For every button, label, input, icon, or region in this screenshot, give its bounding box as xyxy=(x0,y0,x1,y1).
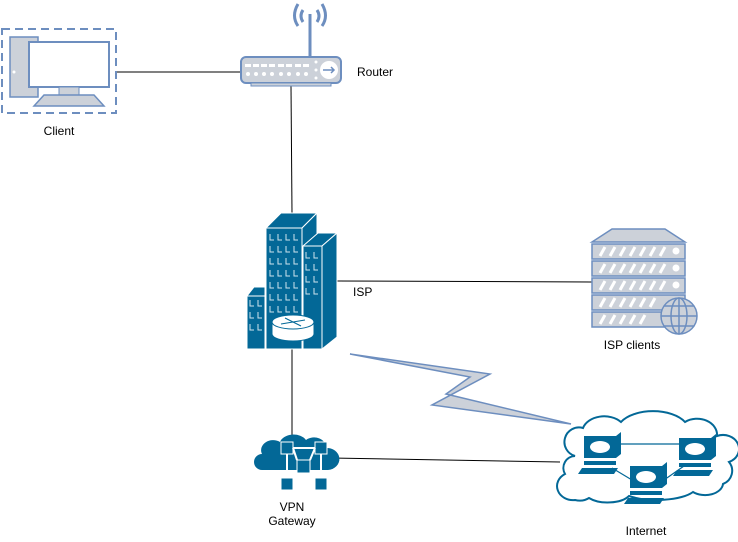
vpn-label-line2: Gateway xyxy=(268,514,316,528)
edge-vpn-internet[interactable] xyxy=(330,457,561,463)
office-building-router-icon[interactable] xyxy=(245,211,339,351)
vpn-gateway-cloud-icon[interactable] xyxy=(254,434,340,491)
globe-icon xyxy=(660,297,698,335)
isp-label: ISP xyxy=(353,285,373,299)
client-label: Client xyxy=(43,124,75,138)
router-label: Router xyxy=(357,65,394,79)
lightning-link-icon[interactable] xyxy=(349,353,572,425)
internet-cloud-icon[interactable] xyxy=(556,410,738,504)
internet-label: Internet xyxy=(625,524,667,538)
computer-icon xyxy=(578,432,621,474)
wireless-router-icon[interactable] xyxy=(240,3,342,87)
edge-isp-clients[interactable] xyxy=(336,280,593,283)
computer-icon xyxy=(673,434,716,476)
web-server-icon[interactable] xyxy=(589,228,698,335)
desktop-computer-icon[interactable] xyxy=(1,28,117,114)
edge-router-isp[interactable] xyxy=(290,85,293,214)
vpn-label-line1: VPN xyxy=(279,500,305,514)
computer-icon xyxy=(624,462,667,504)
isp-clients-label: ISP clients xyxy=(603,338,661,352)
